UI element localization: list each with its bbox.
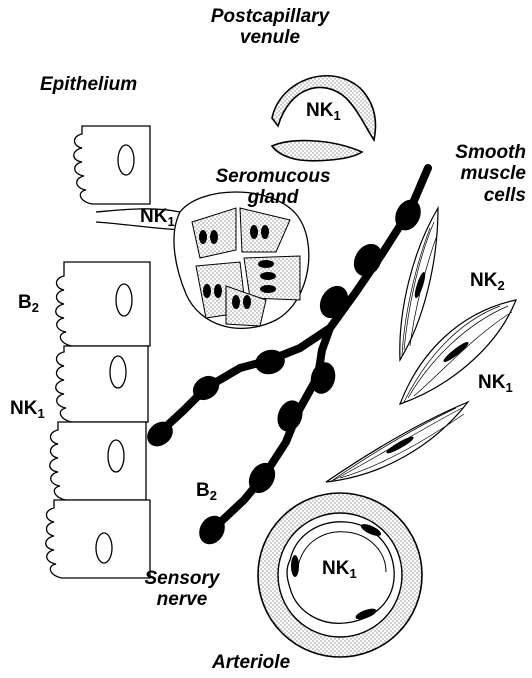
muscle-cell: [400, 208, 438, 360]
epithelial-cell: [50, 422, 146, 500]
epithelial-cell: [46, 500, 150, 578]
label-smooth-muscle-cells: Smooth muscle cells: [424, 142, 526, 206]
epithelial-cell: [56, 262, 150, 346]
receptor-nerve-b2: B2: [196, 480, 217, 504]
receptor-gland: NK1: [140, 206, 175, 230]
receptor-epithelium-nk1: NK1: [10, 398, 45, 422]
receptor-venule: NK1: [306, 100, 341, 124]
label-sensory-nerve: Sensory nerve: [122, 568, 242, 611]
venule-wall-lower: [272, 141, 362, 161]
smooth-muscle-cells: [326, 208, 516, 482]
label-epithelium: Epithelium: [40, 74, 137, 95]
epithelial-cell: [56, 346, 148, 422]
label-postcapillary-venule: Postcapillary venule: [180, 6, 360, 49]
receptor-arteriole: NK1: [322, 558, 357, 582]
receptor-epithelium-b2: B2: [18, 292, 39, 316]
nerve-branch-fiber: [158, 328, 330, 434]
epithelium: [46, 126, 150, 578]
epithelial-cell: [74, 126, 150, 204]
muscle-cell: [326, 402, 468, 482]
receptor-muscle-nk1: NK1: [478, 372, 513, 396]
label-arteriole: Arteriole: [212, 652, 290, 673]
receptor-muscle-nk2: NK2: [470, 270, 505, 294]
label-seromucous-gland: Seromucous gland: [208, 166, 338, 209]
